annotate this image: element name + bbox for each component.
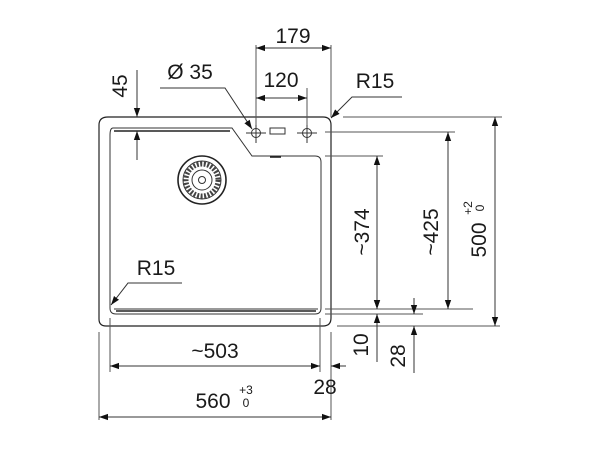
leader-r15-top: [330, 96, 402, 119]
dim-label-28-bottom: 28: [313, 376, 336, 399]
dim-label-500: 500: [468, 222, 491, 257]
dim-tol-500-lower: 0: [473, 204, 487, 211]
dim-label-r15-top: R15: [356, 70, 395, 93]
tap-hole-right-icon: [297, 123, 317, 143]
sink-outer-outline: [98, 116, 332, 327]
dim-label-120: 120: [263, 69, 298, 92]
dim-label-10: 10: [350, 333, 373, 356]
dim-label-tap-hole: Ø 35: [167, 61, 213, 84]
drain-icon: [177, 155, 227, 205]
dim-label-45: 45: [109, 74, 132, 97]
dim-label-28-right: 28: [387, 344, 410, 367]
dim-label-r15-bottom: R15: [137, 257, 176, 280]
dim-tol-560-upper: +3: [239, 383, 253, 397]
sink-bowl-outline: [109, 127, 322, 315]
leader-r15-bottom: [110, 282, 182, 306]
overflow-slot: [269, 127, 286, 135]
tap-hole-left-icon: [246, 123, 266, 143]
dim-label-179: 179: [275, 25, 310, 48]
dim-tol-500-upper: +2: [461, 201, 475, 215]
dim-tol-560-lower: 0: [243, 396, 250, 410]
dim-label-503: ~503: [191, 340, 238, 363]
dim-label-425: ~425: [420, 208, 443, 255]
dim-label-374: ~374: [351, 208, 374, 256]
dim-label-560: 560: [195, 390, 230, 413]
leader-tap-hole: [160, 87, 253, 130]
